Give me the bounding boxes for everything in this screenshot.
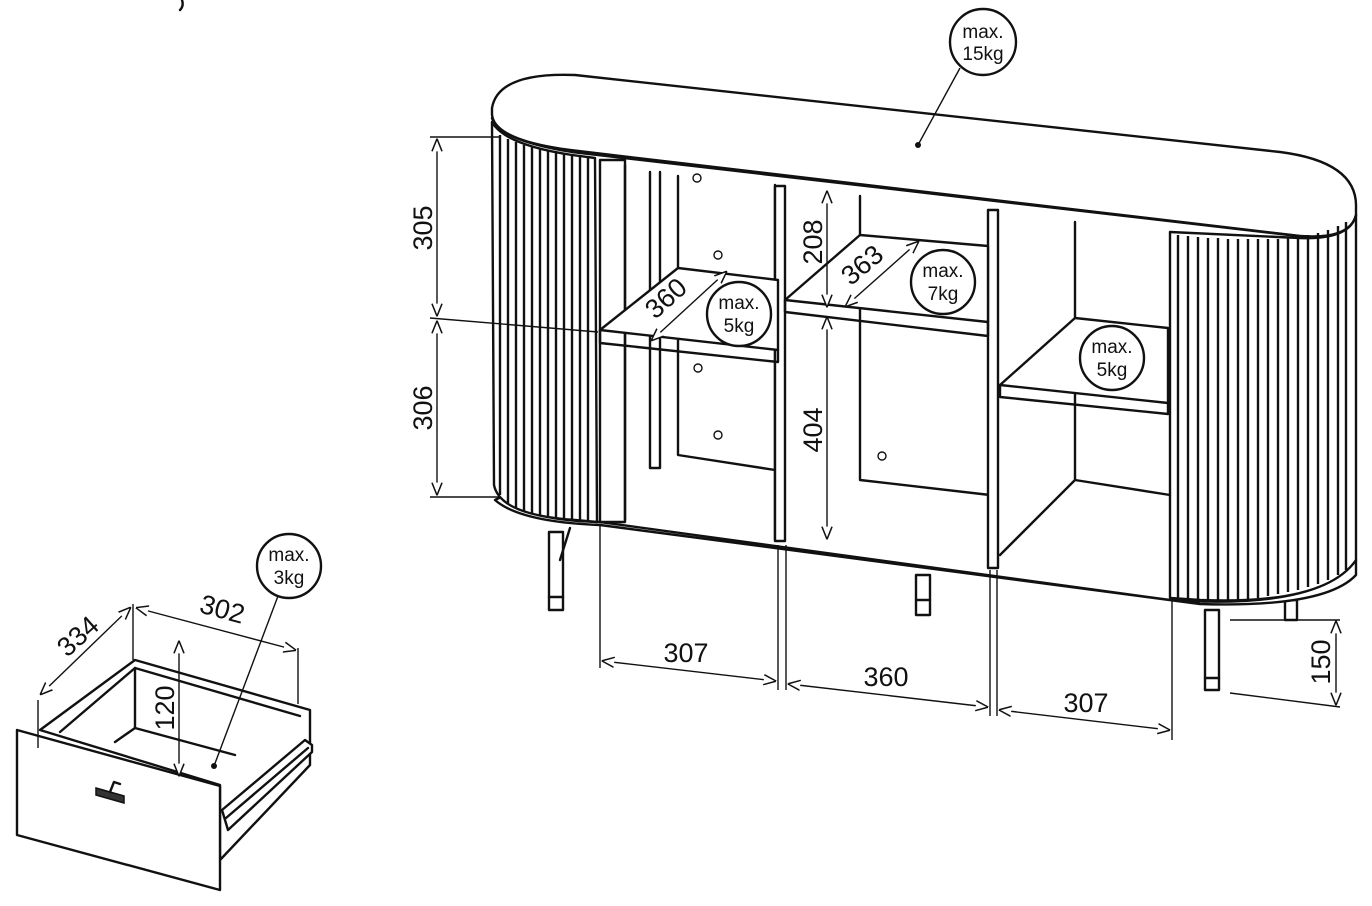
load-right-line2: 5kg: [1097, 360, 1128, 381]
load-mid-line1: max.: [922, 261, 963, 282]
load-mid-line2: 7kg: [928, 284, 959, 305]
sideboard-legs: [547, 526, 1299, 692]
load-right-line1: max.: [1091, 337, 1132, 358]
dim-right-width: 307: [1063, 688, 1108, 718]
leg-front-left: [547, 530, 565, 612]
cropped-mark: [178, 0, 184, 12]
dim-shelf-gap: 208: [798, 219, 828, 264]
load-left-line1: max.: [718, 293, 759, 314]
load-badge-top: max. 15kg: [915, 7, 1018, 148]
load-badge-left-shelf: max. 5kg: [705, 280, 773, 348]
load-drawer-line1: max.: [268, 545, 309, 566]
dim-lower-height: 306: [408, 385, 438, 430]
drawer-front: [15, 728, 222, 892]
left-side-panel: [598, 158, 627, 524]
leg-front-right: [1203, 608, 1221, 692]
dim-leg-height: 150: [1306, 639, 1336, 684]
sideboard-dimensions: 305 306 208 404 360 363 307 360 307 150: [408, 136, 1340, 740]
left-door-slats: [498, 135, 590, 521]
right-door-slats: [1176, 222, 1348, 601]
sideboard: [490, 73, 1358, 692]
drawer-handle: [95, 780, 125, 804]
load-left-line2: 5kg: [724, 316, 755, 337]
load-badge-drawer: max. 3kg: [211, 532, 323, 769]
dim-upper-height: 305: [408, 205, 438, 250]
dim-drawer-depth: 334: [51, 610, 105, 662]
load-badge-mid-shelf: max. 7kg: [909, 248, 977, 316]
dim-drawer-width: 302: [197, 589, 248, 630]
left-divider: [773, 184, 787, 543]
load-drawer-line2: 3kg: [274, 568, 305, 589]
dim-mid-width: 360: [863, 662, 908, 692]
dim-left-width: 307: [663, 638, 708, 668]
dim-inner-height: 404: [798, 407, 828, 452]
right-divider: [986, 208, 1000, 570]
leg-back-middle: [914, 573, 932, 617]
left-curved-door: [490, 120, 599, 524]
load-top-line1: max.: [962, 22, 1003, 43]
load-badge-right-shelf: max. 5kg: [1078, 324, 1146, 392]
right-curved-door: [1168, 213, 1358, 602]
dim-drawer-height: 120: [150, 685, 180, 730]
load-top-line2: 15kg: [962, 44, 1003, 65]
leg-back-right: [1283, 598, 1299, 622]
